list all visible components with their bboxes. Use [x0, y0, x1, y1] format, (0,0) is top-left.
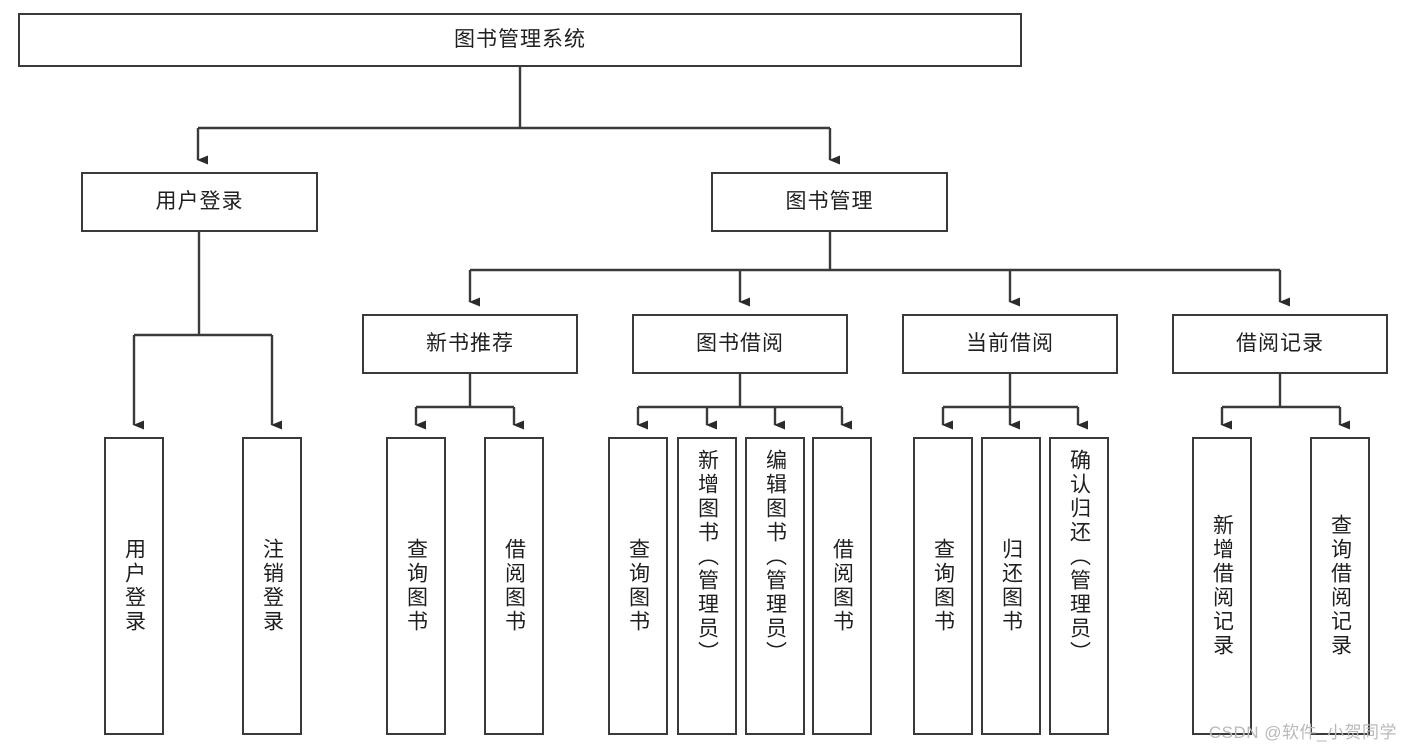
- leaf-new-book-borrow-book[interactable]: 借阅图书: [484, 437, 544, 735]
- node-label: 图书管理: [785, 190, 874, 214]
- node-root-book-management-system[interactable]: 图书管理系统: [18, 13, 1022, 67]
- node-current-borrow[interactable]: 当前借阅: [902, 314, 1118, 374]
- node-label: 用户登录: [155, 190, 244, 214]
- node-label: 查询图书: [404, 538, 428, 634]
- leaf-new-book-query-book[interactable]: 查询图书: [386, 437, 446, 735]
- leaf-book-borrow-add-book-admin[interactable]: 新增图书（管理员）: [677, 437, 737, 735]
- node-label: 查询借阅记录: [1328, 514, 1352, 658]
- leaf-current-borrow-return-book[interactable]: 归还图书: [981, 437, 1041, 735]
- node-label: 借阅记录: [1236, 332, 1324, 356]
- node-label: 图书管理系统: [454, 28, 586, 52]
- node-label: 注销登录: [260, 538, 284, 634]
- node-label: 归还图书: [999, 538, 1023, 634]
- node-user-login[interactable]: 用户登录: [81, 172, 318, 232]
- node-label: 新书推荐: [426, 332, 514, 356]
- node-label: 查询图书: [931, 538, 955, 634]
- node-label: 新增图书（管理员）: [695, 449, 719, 665]
- node-label: 编辑图书（管理员）: [763, 449, 787, 665]
- node-label: 借阅图书: [830, 538, 854, 634]
- leaf-book-borrow-borrow-book[interactable]: 借阅图书: [812, 437, 872, 735]
- leaf-borrow-record-add-record[interactable]: 新增借阅记录: [1192, 437, 1252, 735]
- node-label: 当前借阅: [966, 332, 1054, 356]
- node-label: 借阅图书: [502, 538, 526, 634]
- node-label: 查询图书: [626, 538, 650, 634]
- node-book-management[interactable]: 图书管理: [711, 172, 948, 232]
- node-label: 确认归还（管理员）: [1067, 449, 1091, 665]
- leaf-book-borrow-query-book[interactable]: 查询图书: [608, 437, 668, 735]
- node-label: 用户登录: [122, 538, 146, 634]
- node-book-borrow[interactable]: 图书借阅: [632, 314, 848, 374]
- leaf-current-borrow-confirm-return-admin[interactable]: 确认归还（管理员）: [1049, 437, 1109, 735]
- leaf-user-login-login[interactable]: 用户登录: [104, 437, 164, 735]
- node-new-book-recommend[interactable]: 新书推荐: [362, 314, 578, 374]
- leaf-current-borrow-query-book[interactable]: 查询图书: [913, 437, 973, 735]
- node-borrow-record[interactable]: 借阅记录: [1172, 314, 1388, 374]
- node-label: 图书借阅: [696, 332, 784, 356]
- node-label: 新增借阅记录: [1210, 514, 1234, 658]
- csdn-watermark: CSDN @软件_小贺同学: [1208, 723, 1397, 742]
- leaf-book-borrow-edit-book-admin[interactable]: 编辑图书（管理员）: [745, 437, 805, 735]
- leaf-user-login-logout[interactable]: 注销登录: [242, 437, 302, 735]
- leaf-borrow-record-query-record[interactable]: 查询借阅记录: [1310, 437, 1370, 735]
